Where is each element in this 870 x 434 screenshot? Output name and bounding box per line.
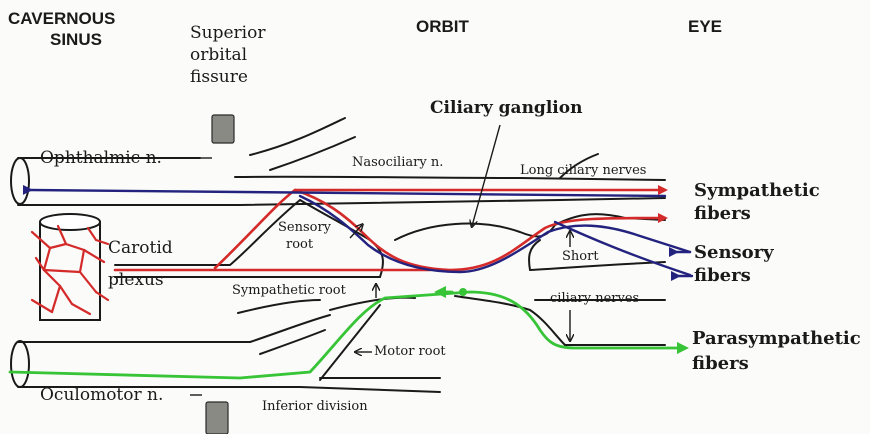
oculomotor-nerve-label: Oculomotor n. (40, 387, 163, 404)
parasympathetic-fibers-legend-line-2: fibers (692, 351, 861, 376)
sympathetic-fibers-legend-line-1: Sympathetic (694, 180, 820, 203)
carotid-plexus-network (32, 226, 108, 314)
nasociliary-nerve-label: Nasociliary n. (352, 156, 443, 169)
sympathetic-fibers-legend-line-2: fibers (694, 203, 820, 226)
plexus-label: plexus (108, 264, 173, 296)
carotid-artery-top (40, 214, 100, 230)
ciliary-nerves-label: ciliary nerves (550, 292, 639, 305)
sensory-root-line-1: Sensory (278, 220, 331, 237)
sensory-root-label: Sensory root (278, 220, 331, 254)
inferior-division-lower-edge (300, 387, 440, 392)
sensory-root-line-2: root (286, 237, 331, 254)
sensory-fibers-legend: Sensory fibers (694, 242, 774, 287)
fissure-lower-bone (206, 402, 228, 434)
sensory-fibers-legend-line-1: Sensory (694, 242, 774, 265)
ciliary-ganglion-pointer (472, 125, 500, 226)
parasympathetic-synapse (459, 288, 467, 296)
upper-branch-1 (250, 118, 345, 155)
sympathetic-root-label: Sympathetic root (232, 284, 346, 297)
ophthalmic-nerve-label: Ophthalmic n. (40, 150, 162, 167)
cavernous-sinus-line-2: SINUS (50, 31, 115, 48)
carotid-label: Carotid (108, 232, 173, 264)
sensory-fibers-legend-line-2: fibers (694, 265, 774, 288)
carotid-artery (32, 214, 108, 320)
parasympathetic-fibers-legend: Parasympathetic fibers (692, 326, 861, 376)
fissure-upper-bone (212, 115, 234, 143)
short-ciliary-label: Short (562, 250, 599, 263)
sympathetic-fibers-legend: Sympathetic fibers (694, 180, 820, 225)
superior-orbital-fissure-label: Superior orbital fissure (190, 22, 265, 88)
superior-orbital-fissure-line-3: fissure (190, 66, 265, 88)
parasympathetic-fibers-legend-line-1: Parasympathetic (692, 326, 861, 351)
ophthalmic-nerve-cut-end (11, 158, 29, 204)
inferior-division-label: Inferior division (262, 400, 368, 413)
cavernous-sinus-header: CAVERNOUS SINUS (8, 10, 115, 48)
ganglion-lower-edge (455, 296, 565, 345)
superior-orbital-fissure-line-2: orbital (190, 44, 265, 66)
oculomotor-strand-2 (260, 330, 325, 354)
upper-branch-2 (270, 137, 355, 170)
long-ciliary-nerves-label: Long ciliary nerves (520, 164, 646, 177)
oculomotor-strand-3 (238, 300, 320, 313)
oculomotor-nerve-cut-end (11, 341, 29, 387)
superior-orbital-fissure-line-1: Superior (190, 22, 265, 44)
carotid-plexus-label: Carotid plexus (108, 232, 173, 297)
ophthalmic-nerve-lower-edge (18, 198, 665, 205)
motor-root-upper-edge (330, 298, 415, 310)
cavernous-sinus-line-1: CAVERNOUS (8, 10, 115, 27)
oculomotor-strand-1 (250, 315, 330, 342)
eye-header: EYE (688, 18, 722, 35)
orbit-header: ORBIT (416, 18, 469, 35)
ciliary-ganglion-label: Ciliary ganglion (430, 100, 582, 117)
motor-root-label: Motor root (374, 345, 446, 358)
